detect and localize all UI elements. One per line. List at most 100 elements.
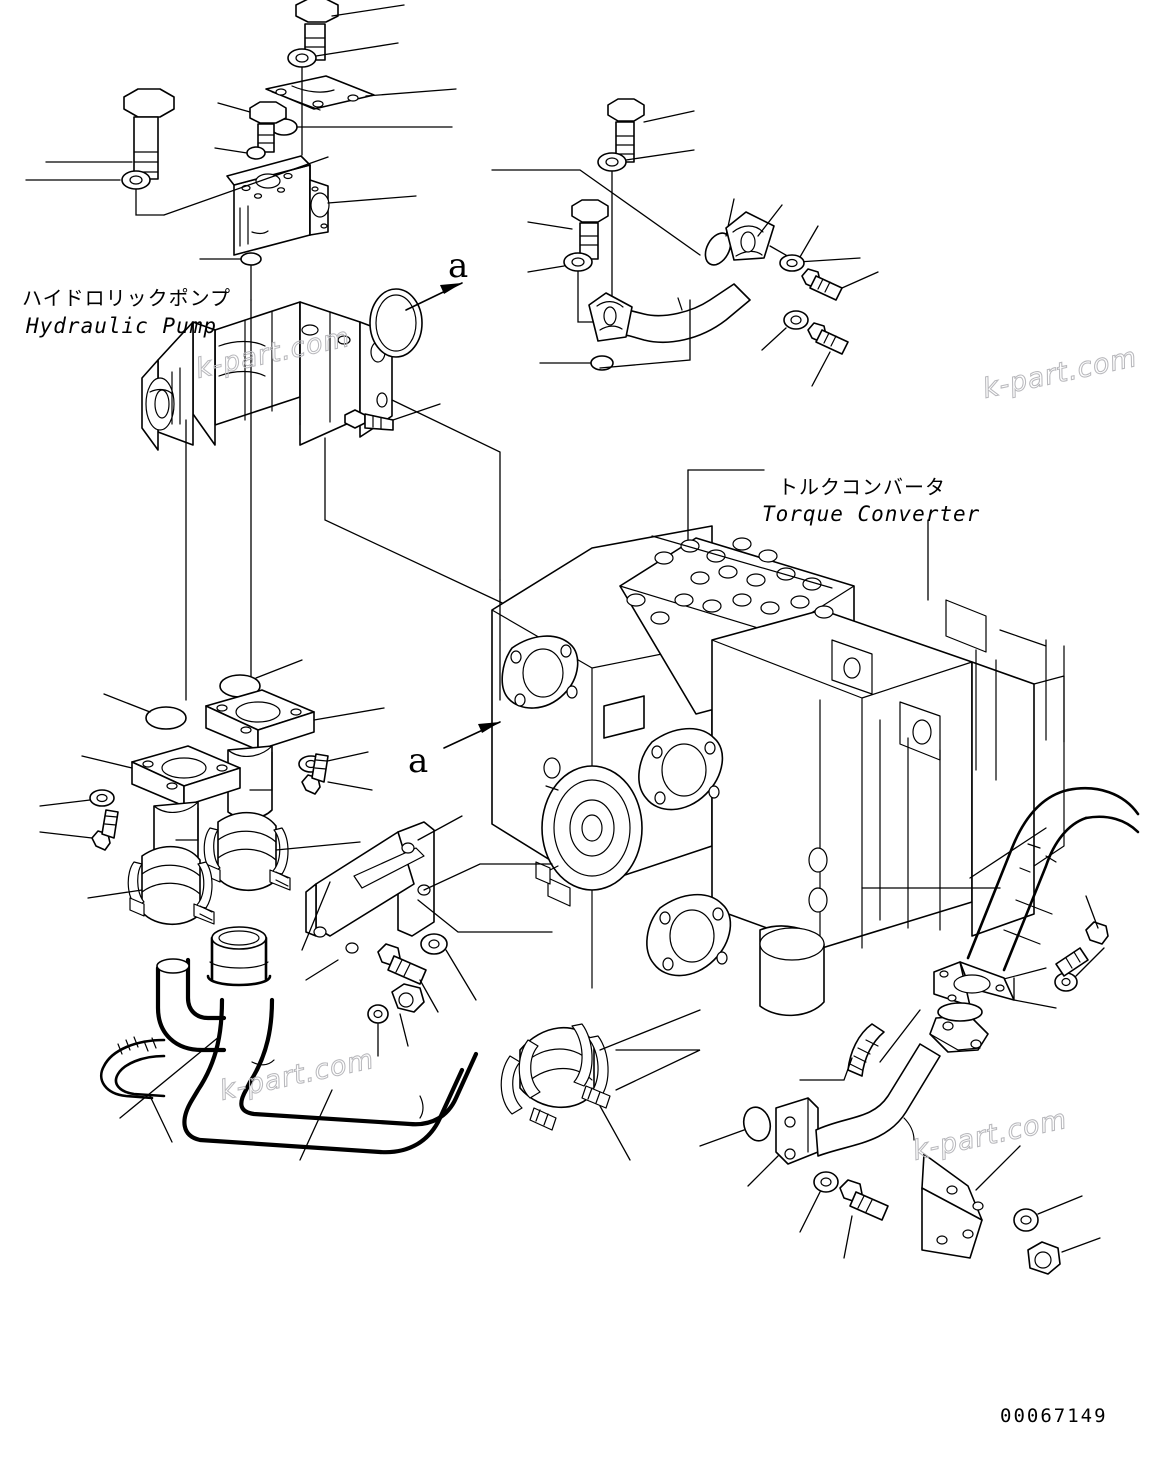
mounting-bracket-assembly — [301, 815, 553, 1057]
leader-line — [175, 807, 199, 841]
converter-port-flange — [501, 635, 579, 709]
hex-bolt-icon — [91, 809, 119, 851]
leader-line — [322, 751, 369, 763]
leader-line — [399, 1013, 409, 1047]
rubber-hose-elbow-inner — [185, 957, 227, 1021]
leader-line — [119, 1035, 221, 1119]
hex-bolt-icon — [249, 101, 287, 153]
converter-port-flange — [638, 727, 724, 811]
clamp-band-left2 — [518, 1039, 541, 1099]
leader-line — [417, 899, 553, 933]
washer-icon — [1013, 1208, 1039, 1232]
converter-nameplate — [603, 695, 645, 739]
o-ring-icon — [240, 252, 262, 266]
leader-line — [1037, 1195, 1083, 1215]
leader-line — [1013, 977, 1057, 1009]
leader-line — [315, 42, 399, 57]
o-ring-icon — [145, 706, 187, 730]
tube-flange-upper — [929, 1015, 989, 1053]
leader-line — [135, 188, 165, 216]
clamp-screw-icon — [529, 1085, 611, 1131]
hex-bolt-icon — [1055, 921, 1109, 977]
view-marker-a-label: a — [448, 246, 468, 286]
bracket-rib — [353, 847, 425, 889]
transmission-detail — [808, 599, 997, 941]
pump-port — [337, 335, 351, 345]
double-clamp-assembly — [500, 1009, 701, 1161]
suction-flange — [933, 961, 1015, 1007]
converter-front-cover — [535, 757, 643, 907]
nut-icon — [1027, 1241, 1061, 1275]
clamp-band-left — [500, 1055, 523, 1115]
washer-icon — [779, 254, 805, 272]
leader-line — [699, 1129, 745, 1147]
pump-port — [376, 392, 388, 408]
leader-line — [417, 815, 463, 841]
hex-bolt-icon — [839, 1179, 889, 1221]
leader-line — [423, 863, 553, 891]
o-ring-icon — [742, 1106, 772, 1142]
leader-line — [419, 979, 439, 1013]
leader-line — [327, 195, 417, 204]
hose-assembly — [99, 926, 479, 1161]
leader-line — [625, 149, 695, 161]
leader-line — [969, 827, 1047, 879]
leader-line — [275, 841, 361, 851]
bracket-hole — [345, 942, 359, 954]
leader-line — [615, 1049, 701, 1091]
leader-line — [811, 351, 831, 387]
leader-line — [747, 1155, 779, 1187]
watermark: k-part.com — [217, 1044, 377, 1107]
hex-bolt-icon — [807, 322, 849, 355]
hose-end-opening — [156, 958, 190, 974]
hose-clamp-small-inner — [114, 1054, 166, 1098]
hex-bolt-icon — [801, 268, 843, 301]
curved-suction-pipe-top — [1066, 786, 1140, 834]
leader-line — [313, 707, 385, 721]
leader-line — [391, 399, 501, 581]
leader-line — [249, 751, 273, 791]
hydraulic-pump-label-jp: ハイドロリックポンプ — [22, 286, 231, 310]
curved-suction-pipe-left — [966, 788, 1070, 960]
hex-bolt-icon — [377, 943, 427, 985]
leader-line — [879, 1009, 921, 1063]
leader-line — [299, 1089, 333, 1161]
washer-icon — [563, 252, 593, 272]
washer-icon — [367, 1004, 389, 1024]
leader-line — [39, 831, 93, 839]
leader-line — [843, 1215, 853, 1259]
bracket-plate — [921, 1153, 984, 1259]
leader-line — [527, 265, 565, 273]
torque-converter-assembly — [491, 469, 1065, 1017]
view-marker-a-upper: a — [405, 246, 468, 311]
leader-line — [324, 437, 561, 631]
return-tube-assembly — [699, 1009, 1101, 1275]
curved-suction-pipe-right — [1002, 816, 1088, 972]
elbow-tube-assembly — [491, 98, 879, 387]
leader-line — [103, 693, 151, 713]
leader-line — [841, 271, 879, 289]
hose-clamp-icon — [203, 811, 291, 891]
leader-line — [491, 169, 701, 256]
clamp-band-right2 — [571, 1023, 593, 1087]
washer-icon — [783, 310, 809, 330]
hex-bolt-icon — [301, 753, 329, 795]
drawing-number: 00067149 — [1000, 1405, 1108, 1427]
rubber-hose-elbow — [155, 965, 227, 1053]
leader-line — [217, 102, 251, 113]
tube-strap — [847, 1023, 885, 1077]
leader-line — [761, 327, 787, 351]
torque-converter-label-jp: トルクコンバータ — [778, 475, 946, 499]
leader-line — [163, 156, 329, 216]
flange-connector-icon — [205, 689, 315, 820]
tube-flange-left — [775, 1097, 819, 1165]
leader-line — [1075, 947, 1105, 977]
pump-shaft — [154, 389, 170, 419]
converter-lower-port — [759, 925, 825, 1017]
pipe-stub-icon — [206, 926, 272, 987]
view-arrow-head — [478, 722, 500, 733]
valve-block-assembly — [25, 0, 457, 301]
washer-icon — [121, 170, 151, 190]
o-ring-icon — [246, 146, 266, 160]
